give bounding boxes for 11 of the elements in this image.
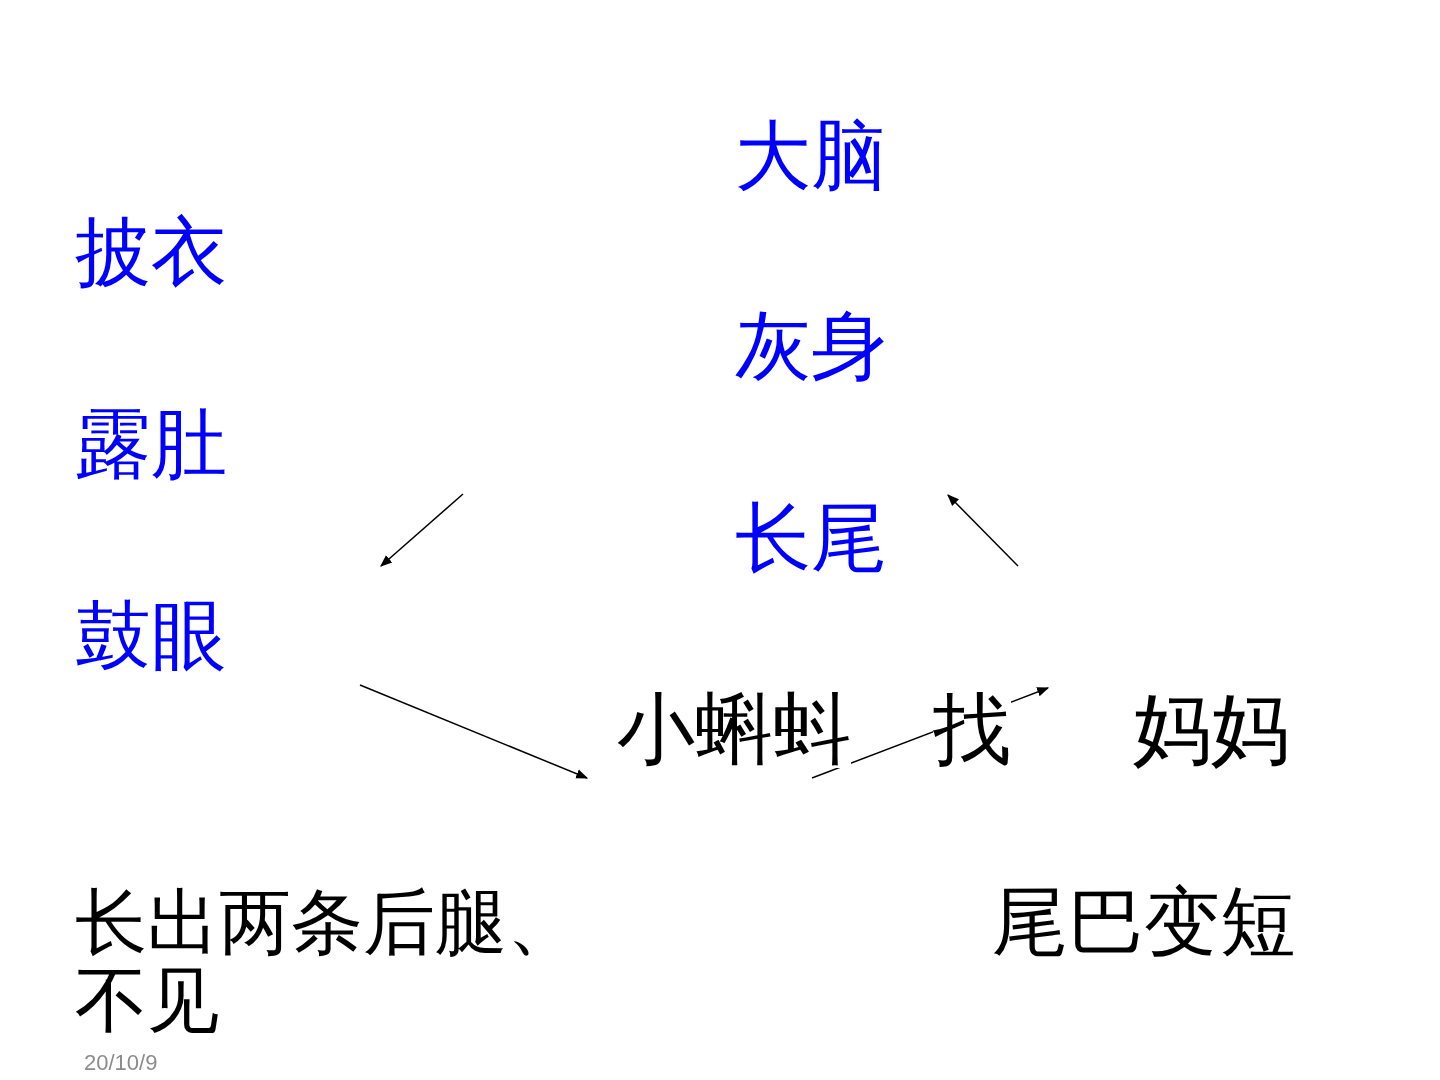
title-word: 小蝌蚪 [617, 690, 851, 768]
stage-text: 尾巴变短 [992, 884, 1296, 960]
word-label: 长尾 [735, 500, 887, 576]
date-text: 20/10/9 [84, 1052, 158, 1074]
word-label: 披衣 [75, 214, 227, 290]
title-word: 找 [933, 690, 1011, 768]
word-label: 露肚 [75, 406, 227, 482]
word-label: 鼓眼 [75, 598, 227, 674]
word-label: 大脑 [735, 118, 887, 194]
stage-text: 长出两条后腿、不见 [75, 884, 580, 1040]
word-label: 灰身 [735, 308, 887, 384]
